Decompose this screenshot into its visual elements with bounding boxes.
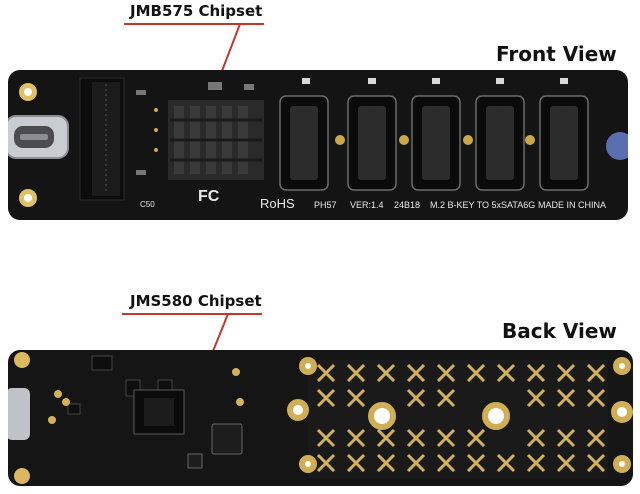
model-code: PH57 xyxy=(314,200,337,210)
front-chipset-callout: JMB575 Chipset xyxy=(130,2,263,20)
front-leader-underline xyxy=(124,23,264,25)
front-pcb-art xyxy=(8,77,628,207)
rohs-mark: RoHS xyxy=(260,196,295,211)
front-view-title: Front View xyxy=(496,42,617,66)
fcc-mark: FC xyxy=(198,188,220,205)
back-chipset-callout: JMS580 Chipset xyxy=(130,292,262,310)
back-leader-underline xyxy=(122,313,262,315)
back-pcb-board xyxy=(8,350,633,486)
back-view-title: Back View xyxy=(502,319,617,343)
back-pcb-art xyxy=(8,352,633,484)
origin-text: MADE IN CHINA xyxy=(538,200,607,210)
version-code: VER:1.4 xyxy=(350,200,384,210)
front-pcb-board: RoHS PH57 VER:1.4 24B18 M.2 B-KEY TO 5xS… xyxy=(8,70,628,220)
date-code: 24B18 xyxy=(394,200,421,210)
board-description: M.2 B-KEY TO 5xSATA6G xyxy=(430,200,536,210)
c50-label: C50 xyxy=(140,200,155,209)
